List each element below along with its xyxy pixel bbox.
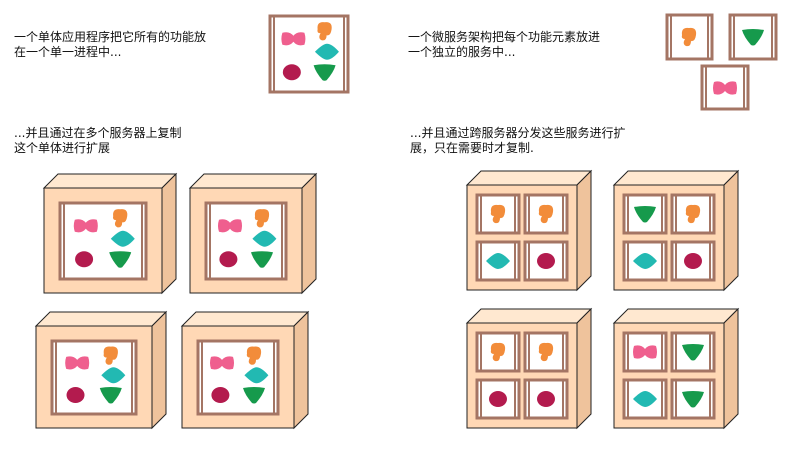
monolith-frame <box>196 339 280 416</box>
green-triangle-icon <box>109 251 132 268</box>
pink-bowtie-icon <box>73 219 98 233</box>
service-frame <box>475 240 521 282</box>
teal-diamond-icon <box>633 391 657 407</box>
frame-border <box>622 193 668 235</box>
service-frame <box>700 64 750 111</box>
service-frame <box>475 378 521 420</box>
microservice-scale-caption: ...并且通过跨服务器分发这些服务进行扩 展，只在需要时才复制. <box>410 126 626 155</box>
service-frame <box>622 378 668 420</box>
crimson-circle-icon <box>282 64 301 81</box>
teal-diamond-icon <box>314 43 339 60</box>
monolith-scale-caption: ...并且通过在多个服务器上复制 这个单体进行扩展 <box>14 126 182 155</box>
server-box-top <box>612 170 740 186</box>
crimson-circle-icon <box>537 391 555 407</box>
orange-blob-icon <box>490 204 506 224</box>
green-triangle-icon <box>243 387 265 404</box>
crimson-circle-icon <box>684 253 702 269</box>
pink-bowtie-icon <box>218 219 242 233</box>
orange-blob-icon <box>103 346 118 365</box>
pink-bowtie-icon <box>65 356 90 370</box>
server-box-top <box>34 311 168 327</box>
service-frame <box>523 378 569 420</box>
teal-diamond-icon <box>110 230 135 247</box>
frame-border <box>58 201 148 281</box>
server-box-side <box>723 307 739 430</box>
green-triangle-icon <box>99 387 122 404</box>
server-box-top <box>42 173 178 189</box>
green-triangle-icon <box>742 29 764 46</box>
server-box-side <box>301 172 317 295</box>
service-frame <box>670 193 716 235</box>
service-frame <box>670 240 716 282</box>
green-triangle-icon <box>313 64 336 81</box>
server-box-side <box>151 310 167 430</box>
crimson-circle-icon <box>211 387 230 404</box>
teal-diamond-icon <box>244 367 269 384</box>
frame-border <box>50 339 138 416</box>
server-box-side <box>576 307 592 430</box>
monolith-frame <box>58 201 148 281</box>
orange-blob-icon <box>317 22 332 41</box>
server-box-side <box>293 310 309 430</box>
service-frame <box>728 13 778 61</box>
server-box-top <box>180 311 310 327</box>
crimson-circle-icon <box>489 391 507 407</box>
server-box-top <box>465 308 593 324</box>
teal-diamond-icon <box>101 367 126 384</box>
monolith-frame <box>204 201 288 281</box>
orange-blob-icon <box>246 346 262 365</box>
frame-border <box>622 378 668 420</box>
service-frame <box>670 378 716 420</box>
teal-diamond-icon <box>252 230 277 247</box>
green-triangle-icon <box>682 344 704 361</box>
green-triangle-icon <box>251 251 273 268</box>
pink-bowtie-icon <box>633 345 657 359</box>
green-triangle-icon <box>634 206 656 223</box>
orange-blob-icon <box>538 342 554 362</box>
service-frame <box>475 331 521 373</box>
service-frame <box>670 331 716 373</box>
service-frame <box>523 240 569 282</box>
service-frame <box>523 331 569 373</box>
service-frame <box>665 13 714 61</box>
service-frame <box>622 193 668 235</box>
crimson-circle-icon <box>219 251 238 268</box>
service-frame <box>523 193 569 235</box>
monolith-intro-caption: 一个单体应用程序把它所有的功能放 在一个单一进程中... <box>14 30 207 59</box>
server-box-top <box>612 308 740 324</box>
green-triangle-icon <box>682 391 704 408</box>
orange-blob-icon <box>113 209 128 228</box>
server-box-top <box>465 170 593 186</box>
teal-diamond-icon <box>486 253 510 269</box>
orange-blob-icon <box>685 204 701 224</box>
crimson-circle-icon <box>537 253 555 269</box>
crimson-circle-icon <box>75 251 94 268</box>
pink-bowtie-icon <box>713 81 737 95</box>
monolith-frame <box>268 14 350 94</box>
teal-diamond-icon <box>633 253 657 269</box>
service-frame <box>475 193 521 235</box>
pink-bowtie-icon <box>281 32 306 46</box>
crimson-circle-icon <box>66 387 85 404</box>
server-box-top <box>188 173 318 189</box>
monolith-frame <box>50 339 138 416</box>
server-box-side <box>723 169 739 292</box>
orange-blob-icon <box>254 209 270 228</box>
orange-blob-icon <box>681 27 697 47</box>
microservice-intro-caption: 一个微服务架构把每个功能元素放进 一个独立的服务中... <box>408 30 601 59</box>
service-frame <box>622 240 668 282</box>
pink-bowtie-icon <box>210 356 234 370</box>
orange-blob-icon <box>490 342 506 362</box>
server-box-side <box>576 169 592 292</box>
server-box-side <box>161 172 177 295</box>
service-frame <box>622 331 668 373</box>
orange-blob-icon <box>538 204 554 224</box>
